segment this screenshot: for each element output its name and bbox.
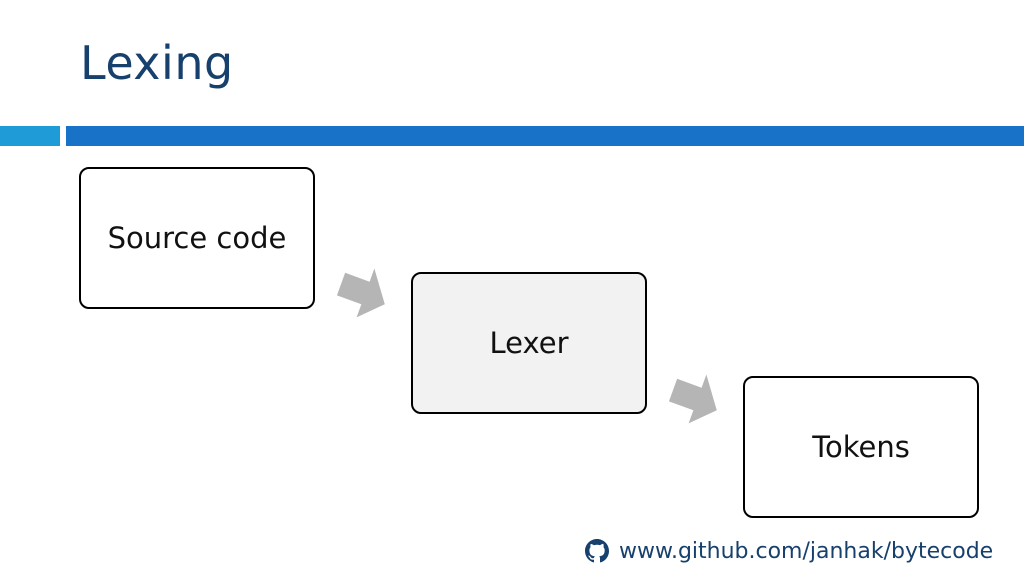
arrow-shape: [668, 374, 717, 424]
github-icon: [585, 539, 609, 563]
title-rule-accent: [0, 126, 60, 146]
flow-arrow-1: [336, 268, 385, 318]
footer-link[interactable]: www.github.com/janhak/bytecode: [585, 536, 993, 566]
diagram-node-source-code: Source code: [79, 167, 315, 309]
node-label: Tokens: [812, 430, 910, 464]
node-label: Lexer: [489, 326, 569, 360]
diagram-node-lexer: Lexer: [411, 272, 647, 414]
footer-link-text[interactable]: www.github.com/janhak/bytecode: [619, 538, 994, 564]
slide-title: Lexing: [80, 36, 234, 90]
flow-arrow-2: [668, 374, 717, 424]
diagram-node-tokens: Tokens: [743, 376, 979, 518]
title-rule: [66, 126, 1024, 146]
node-label: Source code: [107, 221, 287, 255]
arrow-shape: [336, 268, 385, 318]
